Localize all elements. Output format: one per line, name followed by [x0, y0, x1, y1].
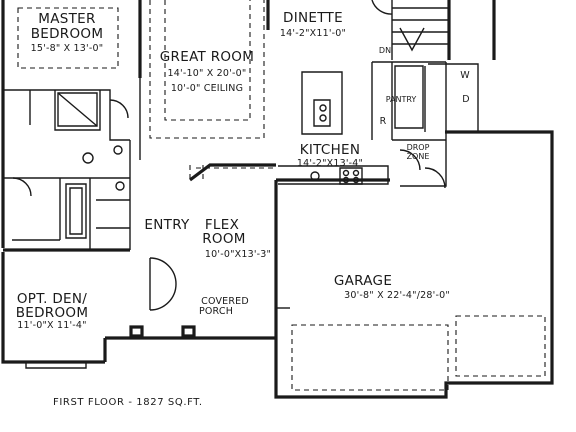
opt-den-bedroom: OPT. DEN/ BEDROOM 11'-0"X 11'-4": [16, 291, 89, 331]
interior-walls: [3, 0, 479, 369]
great-room-dims: 14'-10" X 20'-0": [168, 68, 247, 79]
opt-den-dims: 11'-0"X 11'-4": [17, 320, 86, 331]
dinette-name: DINETTE: [283, 10, 343, 26]
great-room-ceiling: 10'-0" CEILING: [171, 83, 243, 94]
covered-porch-name-1: COVERED: [201, 296, 249, 307]
master-bedroom-dims: 15'-8" X 13'-0": [31, 43, 104, 54]
drop-zone: DROP ZONE: [407, 143, 430, 161]
dryer-marker: D: [462, 94, 470, 105]
great-room-name: GREAT ROOM: [160, 49, 254, 65]
dinette-dims: 14'-2"X11'-0": [280, 28, 346, 39]
exterior-walls: [1, 0, 554, 399]
flex-room-name-1: FLEX: [205, 217, 239, 233]
master-bedroom-name-2: BEDROOM: [31, 26, 104, 42]
opt-den-name-1: OPT. DEN/: [17, 291, 87, 307]
flex-room-dims: 10'-0"X13'-3": [205, 249, 271, 260]
entry-name: ENTRY: [144, 217, 190, 233]
master-bedroom: MASTER BEDROOM 15'-8" X 13'-0": [31, 11, 104, 54]
great-room: GREAT ROOM 14'-10" X 20'-0" 10'-0" CEILI…: [160, 49, 254, 94]
garage-dims: 30'-8" X 22'-4"/28'-0": [344, 290, 450, 301]
opt-den-name-2: BEDROOM: [16, 305, 89, 321]
kitchen-dims: 14'-2"X13'-4": [297, 158, 363, 169]
master-bedroom-name-1: MASTER: [38, 11, 95, 27]
floor-caption: FIRST FLOOR - 1827 SQ.FT.: [53, 397, 203, 408]
dinette: DINETTE 14'-2"X11'-0": [280, 10, 346, 39]
garage-name: GARAGE: [334, 273, 392, 289]
kitchen-name: KITCHEN: [300, 142, 361, 158]
drop-zone-name-1: DROP: [407, 143, 430, 152]
covered-porch: COVERED PORCH: [199, 296, 249, 317]
refrigerator-marker: R: [380, 116, 387, 127]
garage: GARAGE 30'-8" X 22'-4"/28'-0": [334, 273, 450, 301]
stairs-down-marker: DN: [379, 46, 391, 55]
flex-room-name-2: ROOM: [202, 231, 245, 247]
kitchen: KITCHEN 14'-2"X13'-4": [297, 142, 363, 169]
washer-marker: W: [460, 70, 470, 81]
ceiling-outlines: [17, 0, 546, 391]
pantry-name: PANTRY: [386, 95, 417, 104]
drop-zone-name-2: ZONE: [407, 152, 430, 161]
markers: DN W D R: [379, 46, 470, 127]
pantry: PANTRY: [386, 95, 417, 104]
entry: ENTRY: [144, 217, 190, 233]
flex-room: FLEX ROOM 10'-0"X13'-3": [202, 217, 271, 260]
covered-porch-name-2: PORCH: [199, 306, 233, 317]
